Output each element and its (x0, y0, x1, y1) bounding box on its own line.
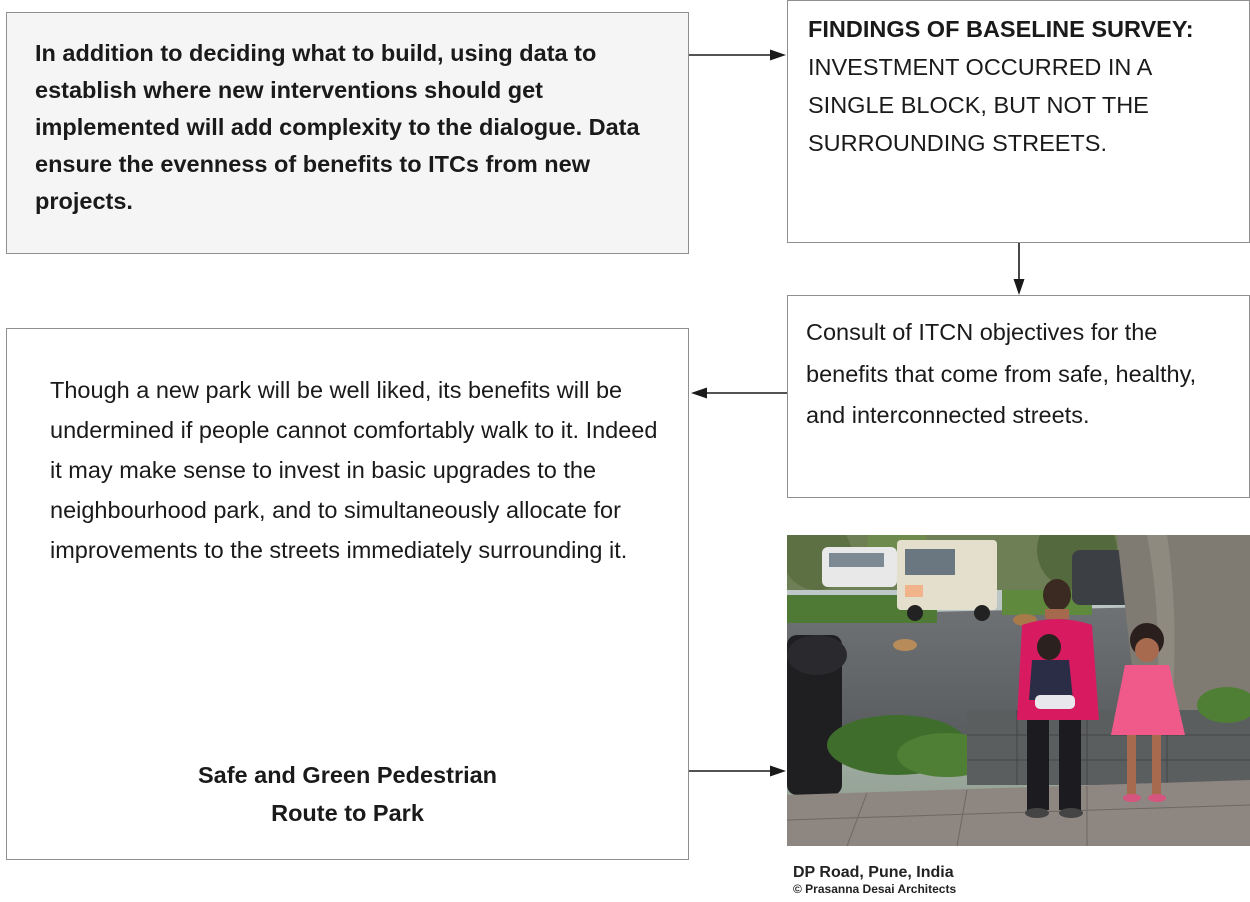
route-title-line2: Route to Park (271, 800, 424, 826)
park-box: Though a new park will be well liked, it… (6, 328, 689, 860)
arrowhead-intro-to-findings (770, 49, 786, 61)
caption-credit: © Prasanna Desai Architects (793, 882, 957, 896)
intro-box: In addition to deciding what to build, u… (6, 12, 689, 254)
route-title: Safe and Green Pedestrian Route to Park (7, 756, 688, 832)
route-title-line1: Safe and Green Pedestrian (197, 762, 498, 788)
consult-box: Consult of ITCN objectives for the benef… (787, 295, 1250, 498)
street-scene-illustration (787, 535, 1250, 846)
consult-text: Consult of ITCN objectives for the benef… (806, 319, 1197, 428)
park-text: Though a new park will be well liked, it… (50, 377, 658, 563)
caption-title: DP Road, Pune, India (793, 864, 954, 881)
photo-caption: DP Road, Pune, India © Prasanna Desai Ar… (793, 864, 956, 897)
arrowhead-findings-to-consult (1013, 279, 1025, 295)
findings-heading: FINDINGS OF BASELINE SURVEY: (808, 16, 1194, 42)
street-photo (787, 535, 1250, 846)
intro-text: In addition to deciding what to build, u… (35, 40, 640, 214)
arrowhead-consult-to-park (691, 387, 707, 399)
findings-body: INVESTMENT OCCURRED IN A SINGLE BLOCK, B… (808, 54, 1151, 156)
arrowhead-park-to-photo (770, 765, 786, 777)
